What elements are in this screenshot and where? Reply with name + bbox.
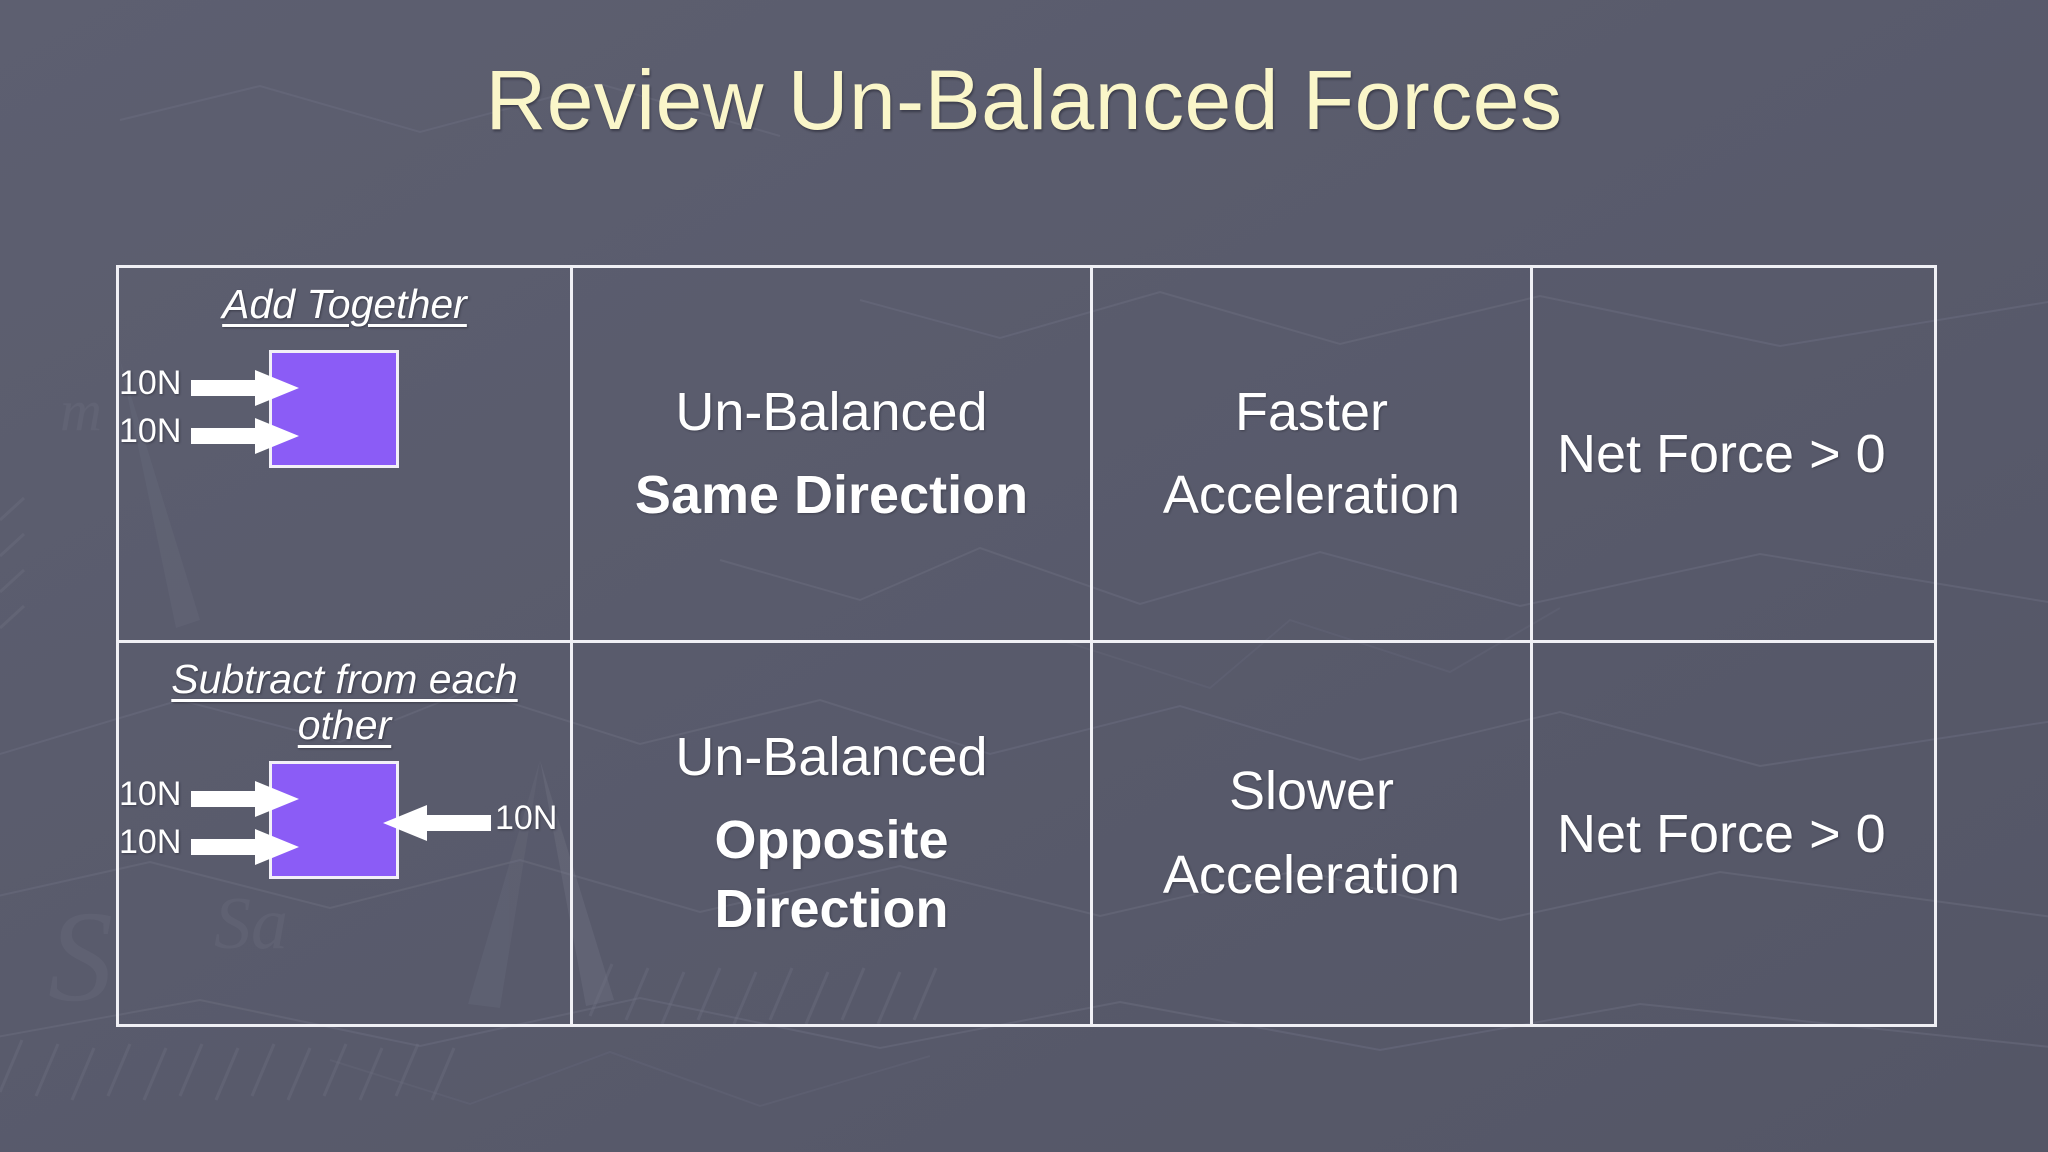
diagram-heading-row2: Subtract from each other xyxy=(171,656,518,748)
svg-text:S: S xyxy=(48,885,113,1029)
table-cell-netforce-row1: Net Force > 0 xyxy=(1533,268,1934,643)
force-label-left-bottom-row2: 10N xyxy=(119,822,182,861)
svg-text:m: m xyxy=(60,378,102,443)
table-cell-diagram-row1: Add Together 10N 10N xyxy=(119,268,573,643)
table-cell-acceleration-row1: Faster Acceleration xyxy=(1093,268,1533,643)
force-label-left-top-row2: 10N xyxy=(119,774,182,813)
net-force-value-row2: Net Force > 0 xyxy=(1557,803,1886,864)
force-label-right-row2: 10N xyxy=(495,798,558,837)
acceleration-line1-row2: Slower xyxy=(1228,761,1395,822)
force-label-left-bottom-row1: 10N xyxy=(119,411,182,450)
description-line3-row2: Direction xyxy=(714,879,949,940)
description-line1-row2: Un-Balanced xyxy=(675,726,988,787)
net-force-value-row1: Net Force > 0 xyxy=(1557,424,1886,484)
table-cell-acceleration-row2: Slower Acceleration xyxy=(1093,643,1533,1024)
description-line2-row2: Opposite xyxy=(714,809,949,870)
free-body-diagram-row2: 10N 10N 10N xyxy=(119,753,570,913)
acceleration-line2-row1: Acceleration xyxy=(1162,465,1461,525)
description-line1-row1: Un-Balanced xyxy=(675,381,988,442)
force-arrow-left-row2 xyxy=(383,804,491,841)
force-arrow-right-bottom-row1 xyxy=(191,417,299,454)
force-label-left-top-row1: 10N xyxy=(119,363,182,402)
description-line2-row1: Same Direction xyxy=(634,465,1029,525)
table-cell-description-row2: Un-Balanced Opposite Direction xyxy=(573,643,1093,1024)
acceleration-line2-row2: Acceleration xyxy=(1162,844,1461,905)
force-arrow-right-bottom-row2 xyxy=(191,828,299,865)
table-cell-diagram-row2: Subtract from each other 10N 10N 10N xyxy=(119,643,573,1024)
acceleration-line1-row1: Faster xyxy=(1234,381,1389,442)
diagram-heading-row1: Add Together xyxy=(222,281,467,327)
table-cell-netforce-row2: Net Force > 0 xyxy=(1533,643,1934,1024)
free-body-diagram-row1: 10N 10N xyxy=(119,338,570,508)
forces-comparison-table: Add Together 10N 10N Un-Balanced Same Di… xyxy=(116,265,1937,1027)
force-arrow-right-top-row2 xyxy=(191,780,299,817)
table-cell-description-row1: Un-Balanced Same Direction xyxy=(573,268,1093,643)
page-title: Review Un-Balanced Forces xyxy=(485,53,1563,147)
force-arrow-right-top-row1 xyxy=(191,369,299,406)
